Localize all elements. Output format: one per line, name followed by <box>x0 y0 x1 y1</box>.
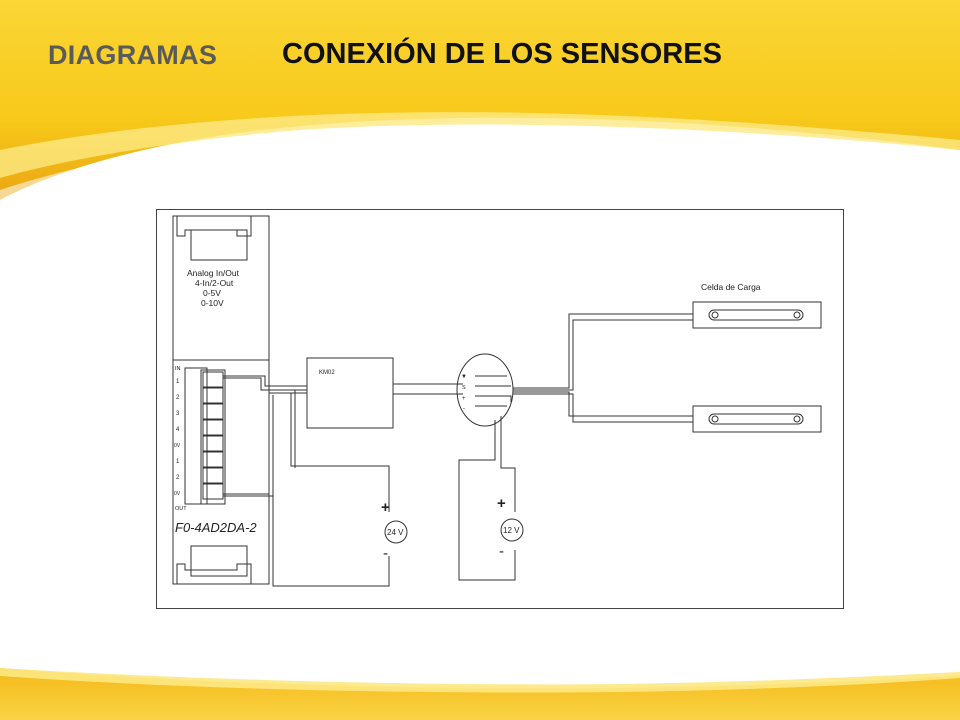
bottom-yellow-band <box>0 668 960 720</box>
supply-12v-plus: + <box>497 495 506 512</box>
module-out-label: OUT <box>175 506 187 512</box>
module-line-4: 0-10V <box>201 298 224 308</box>
module-line-2: 4-In/2-Out <box>195 278 234 288</box>
load-cell-label: Celda de Carga <box>701 282 761 292</box>
top-band-shadow <box>0 129 960 206</box>
wire-24v-bottom <box>272 395 390 587</box>
supply-24v <box>384 520 408 544</box>
module-bottom-slot <box>190 545 248 577</box>
terminal-label-1: 1 <box>176 379 180 385</box>
slide-title: CONEXIÓN DE LOS SENSORES <box>282 38 722 70</box>
wire-junction-cells-bottom-2 <box>513 393 693 423</box>
supply-24v-plus: + <box>381 499 390 516</box>
terminal-label-3: 3 <box>176 411 180 417</box>
module-line-3: 0-5V <box>203 288 221 298</box>
wire-amp-24v-side <box>294 389 307 468</box>
terminal-label-8: 0V <box>174 491 181 497</box>
supply-24v-label: 24 V <box>387 528 404 537</box>
module-model: F0-4AD2DA-2 <box>175 520 257 535</box>
wire-junction-cells-top-2 <box>513 319 693 391</box>
wire-amp-24v-top <box>290 392 390 512</box>
load-cell-bottom <box>692 405 822 433</box>
module-top-slot <box>190 229 248 261</box>
amplifier-box <box>306 357 394 429</box>
terminal-cells <box>202 371 224 500</box>
junction-pin-1: ▼ <box>461 374 467 380</box>
wire-module-return-2 <box>223 395 274 497</box>
wire-junction-12v <box>458 420 516 581</box>
wire-signal-in-2 <box>223 377 307 391</box>
terminal-label-4: 4 <box>176 427 180 433</box>
supply-12v-label: 12 V <box>503 526 520 535</box>
wire-module-return <box>223 392 307 495</box>
wire-junction-cells-bottom <box>513 391 693 417</box>
module-bottom-clip <box>176 563 252 584</box>
bottom-band-highlight <box>0 668 960 693</box>
wire-junction-12v-plus <box>500 416 516 512</box>
wire-signal-in <box>223 375 307 387</box>
wiring-diagram: Analog In/Out 4-In/2-Out 0-5V 0-10V IN O… <box>156 209 844 609</box>
terminal-label-6: 1 <box>176 459 180 465</box>
section-title: DIAGRAMAS <box>48 40 218 70</box>
junction-pin-4: - <box>463 406 465 412</box>
supply-12v-minus: - <box>499 543 504 560</box>
terminal-label-2: 2 <box>176 395 180 401</box>
supply-12v <box>500 518 524 542</box>
top-yellow-band <box>0 0 960 200</box>
load-cell-top <box>692 301 822 329</box>
wiring-diagram-drawing: Analog In/Out 4-In/2-Out 0-5V 0-10V IN O… <box>172 215 822 587</box>
terminal-label-5: 0V <box>174 443 181 449</box>
terminal-label-7: 2 <box>176 475 180 481</box>
terminal-block-inner <box>200 369 226 505</box>
module-top-clip <box>176 216 252 237</box>
top-band-highlight <box>0 112 960 178</box>
module-in-label: IN <box>175 366 181 372</box>
amplifier-label: KM02 <box>319 370 335 376</box>
module-line-1: Analog In/Out <box>187 268 240 278</box>
junction-pin-3: + <box>462 396 466 402</box>
wire-junction-cells-top <box>513 313 693 389</box>
junction-pin-2: S <box>462 385 466 391</box>
supply-24v-minus: - <box>383 545 388 562</box>
